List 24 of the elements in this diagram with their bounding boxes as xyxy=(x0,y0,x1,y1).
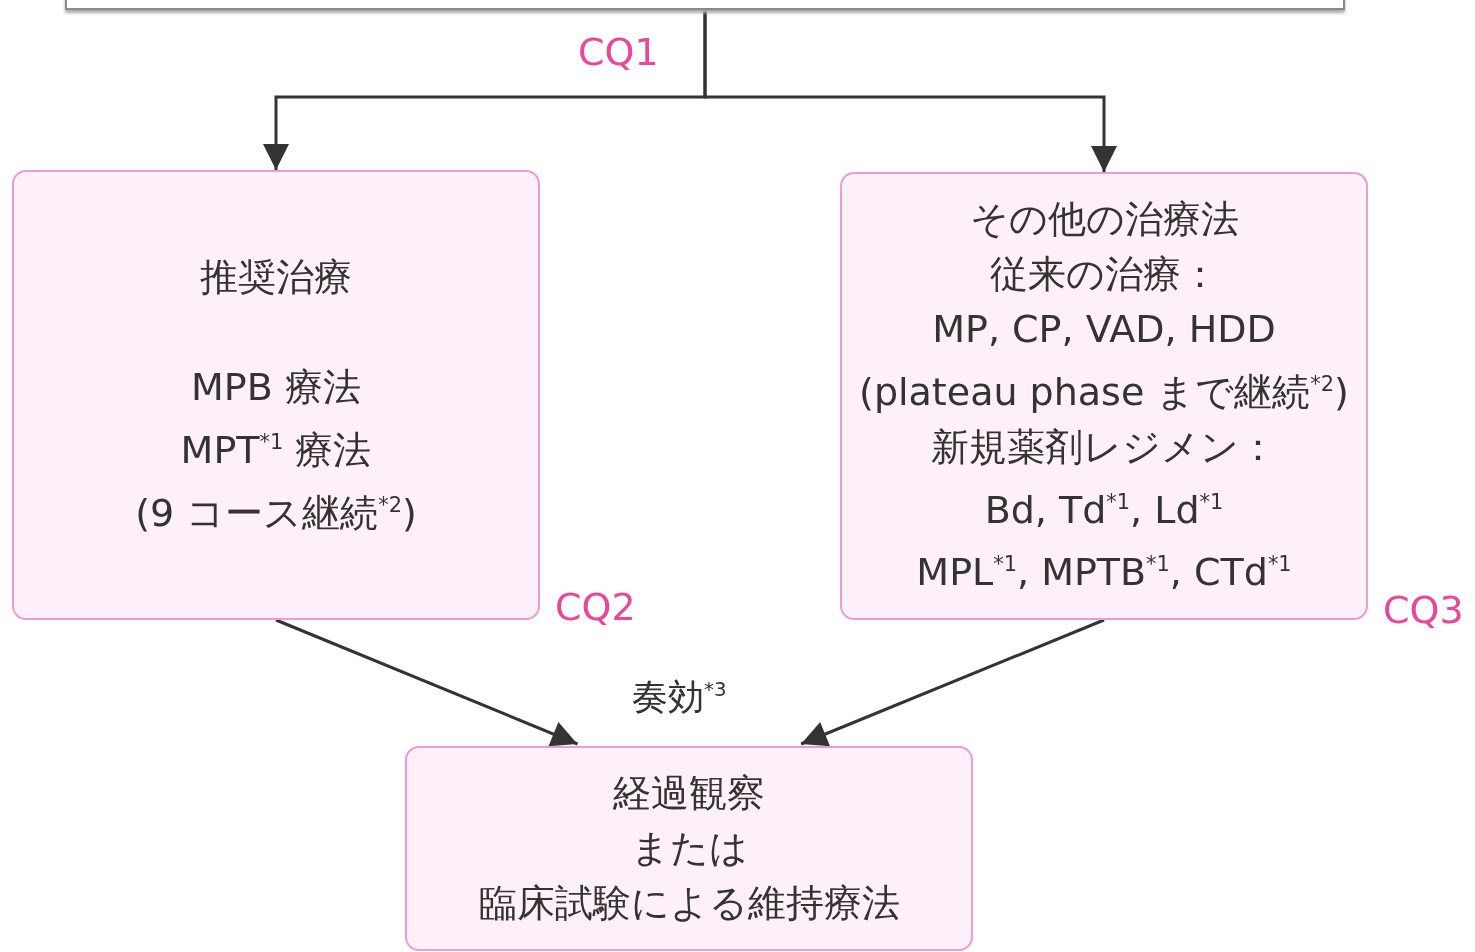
box-text: MP, CP, VAD, HDD xyxy=(932,306,1276,353)
arrow xyxy=(800,618,1105,747)
question-label: CQ3 xyxy=(1383,588,1464,632)
box-heading: 推奨治療 xyxy=(200,253,352,301)
box-text: MPL$^{*1}$, MPTB$^{*1}$, CTd$^{*1}$ xyxy=(916,549,1292,596)
box-text: (9 コース継続$^{*2}$) xyxy=(135,489,417,537)
question-label: CQ2 xyxy=(555,585,636,629)
question-label: CQ1 xyxy=(578,30,659,74)
box-text: 臨床試験による維持療法 xyxy=(478,880,900,927)
process-box xyxy=(840,172,1368,620)
box-text: または xyxy=(630,825,748,872)
arrow xyxy=(275,618,579,747)
note-label: 奏効$^{*3}$ xyxy=(632,675,727,719)
process-box xyxy=(405,746,973,951)
box-text: MPT$^{*1}$ 療法 xyxy=(180,426,372,474)
arrow xyxy=(703,10,1117,172)
box-text: 従来の治療： xyxy=(989,251,1219,298)
box-text: MPB 療法 xyxy=(191,363,361,411)
box-text: Bd, Td$^{*1}$, Ld$^{*1}$ xyxy=(984,486,1224,534)
process-box xyxy=(12,170,540,620)
box-text: (plateau phase まで継続$^{*2}$) xyxy=(859,368,1349,416)
box-heading: その他の治療法 xyxy=(969,196,1239,243)
box-heading: 経過観察 xyxy=(613,770,765,817)
box-text: 新規薬剤レジメン： xyxy=(931,423,1277,471)
